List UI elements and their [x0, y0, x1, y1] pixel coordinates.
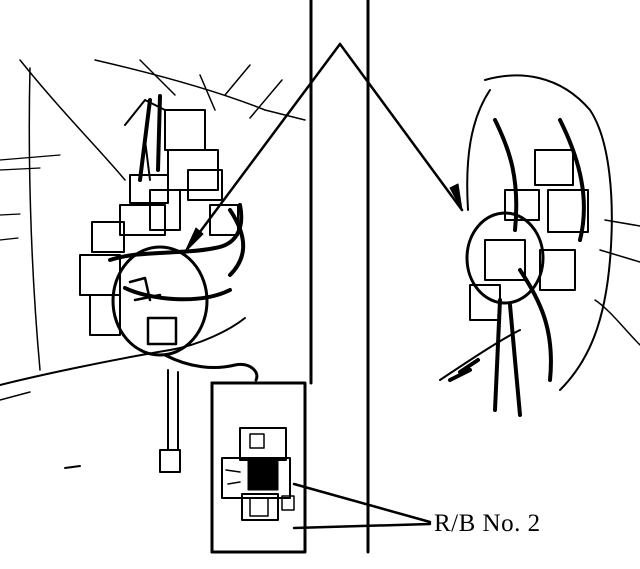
- relay-block-inset: [210, 381, 432, 554]
- left-engine-view: [0, 42, 342, 473]
- rb-no2-callout-label: R/B No. 2: [434, 510, 541, 537]
- divider-pillar: [309, 0, 370, 554]
- right-engine-view: [338, 42, 640, 417]
